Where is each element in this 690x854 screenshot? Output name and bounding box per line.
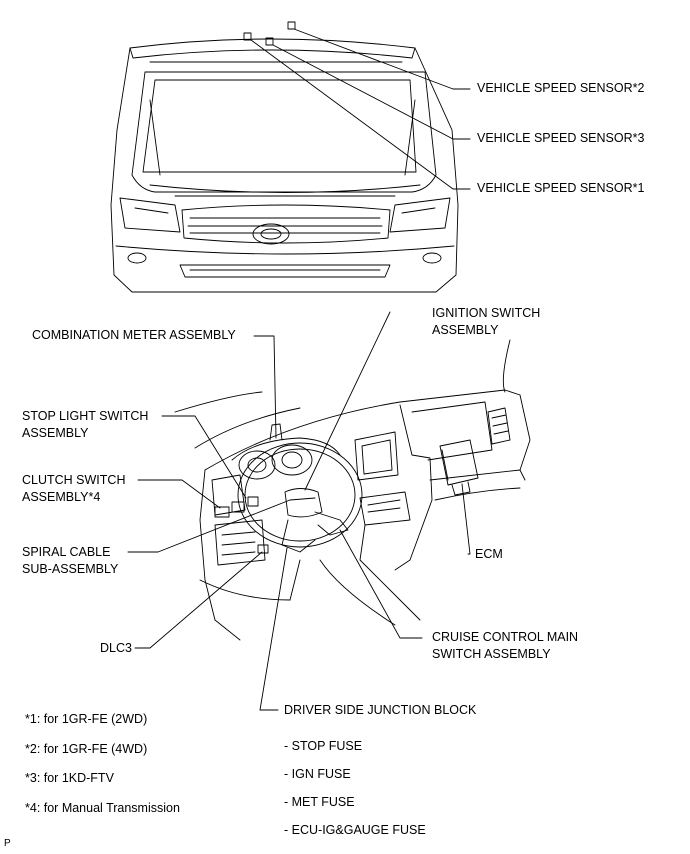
label-spiral-cable-sub-assembly: SPIRAL CABLE SUB-ASSEMBLY (22, 545, 119, 576)
footnote-4: *4: for Manual Transmission (25, 801, 180, 815)
label-clutch-switch-assembly: CLUTCH SWITCH ASSEMBLY*4 (22, 473, 126, 504)
label-vehicle-speed-sensor-2: VEHICLE SPEED SENSOR*2 (477, 81, 645, 95)
vehicle-front-view (110, 21, 459, 293)
label-ignition-switch-assembly: IGNITION SWITCH ASSEMBLY (432, 306, 541, 337)
footer-mark: P (4, 838, 11, 849)
dashboard-view (174, 339, 531, 641)
fuse-item-ecu-ig-gauge: - ECU-IG&GAUGE FUSE (284, 823, 426, 837)
label-vehicle-speed-sensor-3: VEHICLE SPEED SENSOR*3 (477, 131, 645, 145)
label-cruise-control-main-switch-assembly: CRUISE CONTROL MAIN SWITCH ASSEMBLY (432, 630, 579, 661)
label-stop-light-switch-assembly: STOP LIGHT SWITCH ASSEMBLY (22, 409, 149, 440)
leader-lines (127, 28, 471, 711)
label-vehicle-speed-sensor-1: VEHICLE SPEED SENSOR*1 (477, 181, 645, 195)
footnote-3: *3: for 1KD-FTV (25, 771, 114, 785)
label-combination-meter-assembly: COMBINATION METER ASSEMBLY (32, 328, 236, 342)
label-ecm: ECM (475, 547, 503, 561)
label-driver-side-junction-block: DRIVER SIDE JUNCTION BLOCK (284, 703, 477, 717)
footnote-1: *1: for 1GR-FE (2WD) (25, 712, 148, 726)
fuse-item-stop: - STOP FUSE (284, 739, 363, 753)
label-dlc3: DLC3 (100, 641, 132, 655)
fuse-item-ign: - IGN FUSE (284, 767, 351, 781)
fuse-item-met: - MET FUSE (284, 795, 355, 809)
footnote-2: *2: for 1GR-FE (4WD) (25, 742, 148, 756)
